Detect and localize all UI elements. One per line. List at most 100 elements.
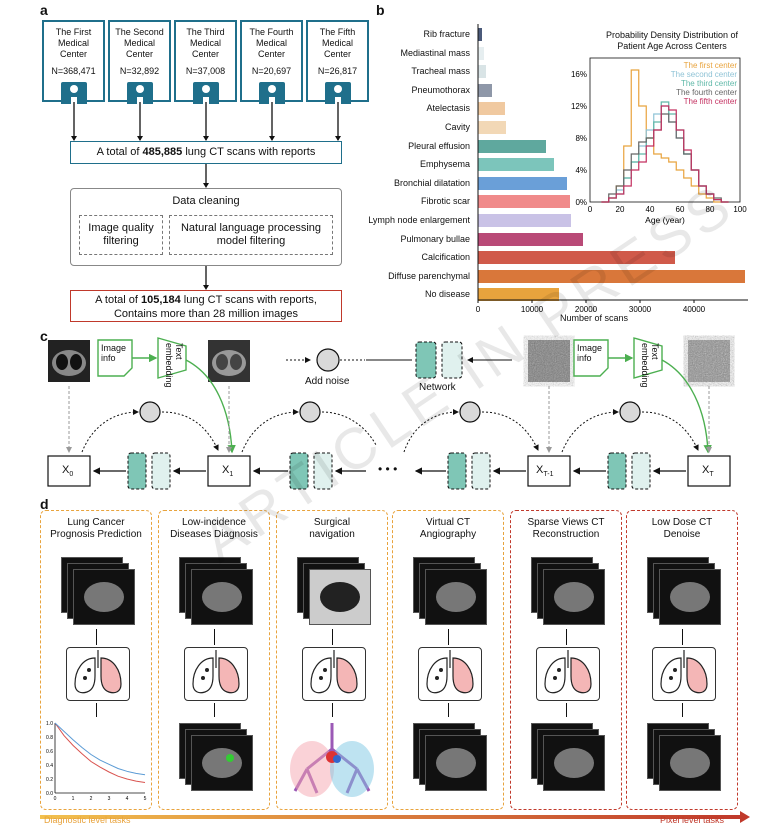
- bar-category-label: Pulmonary bullae: [400, 233, 470, 244]
- task-title-line2: Diseases Diagnosis: [170, 529, 258, 540]
- output-ct-stack: [159, 719, 269, 805]
- xt-label: XT: [702, 464, 714, 478]
- lung-icon: [66, 647, 130, 701]
- text-embedding-label-right: Text embedding: [640, 343, 660, 388]
- age-series-line: [601, 101, 729, 203]
- xt1-label: XT-1: [536, 464, 553, 478]
- total-post-text: lung CT scans with reports: [182, 146, 316, 158]
- age-chart-title: Probability Density Distribution of Pati…: [588, 30, 756, 52]
- panel-a-connectors: [71, 102, 341, 290]
- flow-arrow: [96, 629, 98, 645]
- x1-main: X: [222, 464, 230, 476]
- bar-xlabel: Number of scans: [560, 313, 629, 323]
- age-xtick-label: 20: [616, 205, 625, 214]
- center-count: N=20,697: [251, 66, 292, 76]
- bar-category-label: Cavity: [444, 122, 470, 132]
- xt-sub: T: [709, 471, 714, 479]
- final-line2: Contains more than 28 million images: [113, 308, 299, 320]
- task-title-line2: Denoise: [663, 529, 701, 540]
- flow-arrow: [214, 629, 216, 645]
- bar: [478, 251, 676, 265]
- flow-arrow: [214, 703, 216, 717]
- center-name-line2: Medical Center: [57, 38, 89, 59]
- age-ytick-label: 0%: [575, 198, 587, 207]
- age-xtick-label: 40: [646, 205, 655, 214]
- survival-ytick-label: 0.2: [46, 777, 53, 783]
- lung-icon: [302, 647, 366, 701]
- bar-category-label: Pleural effusion: [408, 140, 470, 151]
- xt1-sub: T-1: [543, 471, 554, 479]
- add-noise-label: Add noise: [305, 376, 350, 387]
- ct-image-clean: [48, 340, 90, 382]
- bar-category-label: Atelectasis: [426, 103, 470, 114]
- age-legend-entry: The first center: [684, 61, 738, 70]
- survival-series-line: [54, 722, 146, 783]
- survival-ytick-label: 0.6: [46, 749, 53, 755]
- task-title-line2: Reconstruction: [532, 529, 600, 540]
- bar-xtick-label: 40000: [683, 305, 706, 314]
- x0-sub: 0: [69, 471, 74, 479]
- center-name-line1: The Fifth: [319, 27, 356, 37]
- bar-category-label: Rib fracture: [423, 29, 470, 39]
- task-title-line1: Surgical: [313, 517, 351, 528]
- output-ct-stack: [627, 719, 737, 805]
- diagnostic-level-label: Diagnostic level tasks: [44, 815, 131, 825]
- age-xlabel: Age (year): [645, 215, 685, 225]
- survival-xtick-label: 1: [72, 796, 75, 802]
- bar: [478, 195, 570, 209]
- bar-category-label: Pneumothorax: [411, 84, 470, 95]
- bar: [478, 232, 584, 246]
- survival-xtick-label: 2: [90, 796, 93, 802]
- bar-category-label: Emphysema: [419, 159, 470, 170]
- lung-icon: [184, 647, 248, 701]
- age-legend-entry: The second center: [671, 70, 738, 79]
- bar: [478, 46, 485, 60]
- x1-label: X1: [222, 464, 233, 478]
- age-legend-entry: The fourth center: [676, 88, 737, 97]
- age-xtick-label: 60: [676, 205, 685, 214]
- bar-category-label: Mediastinal mass: [400, 47, 470, 58]
- hospital-icon: [192, 82, 219, 104]
- panel-c-label: c: [40, 328, 48, 344]
- text-embedding-label-left: Text embedding: [164, 343, 184, 388]
- survival-ytick-label: 0.0: [46, 791, 53, 797]
- survival-ytick-label: 0.4: [46, 763, 53, 769]
- center-name-line1: The First: [55, 27, 92, 37]
- center-name-line2: Medical Center: [255, 38, 287, 59]
- survival-series-line: [54, 722, 146, 776]
- chain-ellipsis: • • •: [378, 462, 398, 476]
- output-ct-stack: [511, 719, 621, 805]
- total-count: 485,885: [142, 146, 183, 158]
- age-legend-entry: The fifth center: [684, 97, 738, 106]
- task-title-line1: Virtual CT: [425, 517, 471, 528]
- bar: [478, 83, 493, 97]
- age-title-line1: Probability Density Distribution of: [605, 30, 739, 40]
- bar-category-label: No disease: [424, 289, 470, 300]
- task-title-line1: Low Dose CT: [651, 517, 713, 528]
- task-title-line1: Sparse Views CT: [527, 517, 605, 528]
- network-label: Network: [419, 382, 456, 393]
- age-legend-entry: The third center: [681, 79, 737, 88]
- center-name-line1: The Second: [115, 27, 164, 37]
- final-scans-box: A total of 105,184 lung CT scans with re…: [70, 290, 342, 322]
- panel-d-label: d: [40, 496, 49, 512]
- age-ytick-label: 12%: [571, 102, 587, 111]
- bar: [478, 288, 559, 302]
- total-scans-box: A total of 485,885 lung CT scans with re…: [70, 141, 342, 164]
- bar: [478, 102, 505, 116]
- hospital-icon: [324, 82, 351, 104]
- final-pre-text: A total of: [95, 294, 141, 306]
- lung-icon: [418, 647, 482, 701]
- image-quality-line2: filtering: [103, 235, 139, 247]
